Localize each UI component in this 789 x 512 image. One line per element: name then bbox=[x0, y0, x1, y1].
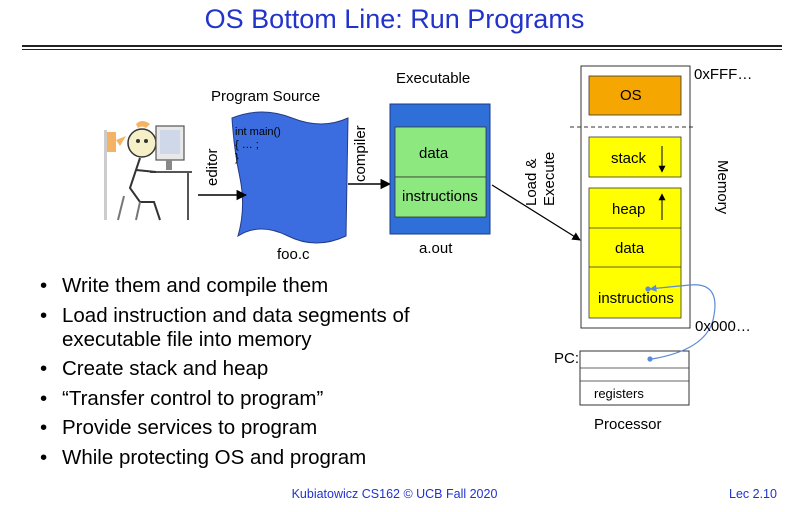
bullet-item: •“Transfer control to program” bbox=[40, 386, 324, 410]
hair bbox=[136, 121, 150, 128]
title-rule-bottom bbox=[22, 49, 782, 50]
pc-dot bbox=[647, 356, 653, 362]
bullet-item: •Load instruction and data segments of e… bbox=[40, 303, 410, 351]
mem-os-block bbox=[588, 75, 682, 116]
memory-label: Memory bbox=[714, 160, 731, 215]
program-source-shape bbox=[231, 111, 349, 244]
load-execute-label: Load & Execute bbox=[523, 151, 558, 206]
pc-label: PC: bbox=[554, 350, 580, 367]
head bbox=[127, 128, 157, 158]
bullet-item: •Write them and compile them bbox=[40, 274, 329, 297]
title-rule-top bbox=[22, 45, 782, 47]
editor-label: editor bbox=[204, 148, 221, 186]
program-source-label: Program Source bbox=[211, 88, 321, 105]
source-code: int main() { … ; } bbox=[235, 126, 281, 164]
mem-program-block bbox=[588, 187, 682, 319]
registers-label: registers bbox=[594, 386, 644, 401]
mem-stack-block bbox=[588, 136, 682, 178]
mem-instructions-label: instructions bbox=[598, 290, 674, 307]
bullet-list: •Write them and compile them •Load instr… bbox=[40, 274, 462, 475]
load-execute-arrow bbox=[491, 184, 581, 241]
chair bbox=[117, 195, 141, 221]
speech-flag bbox=[106, 132, 116, 152]
mem-top-address: 0xFFF… bbox=[694, 66, 753, 83]
bullet-item: •While protecting OS and program bbox=[40, 445, 367, 469]
pc-pointer-arrow bbox=[649, 284, 716, 360]
footer-course: Kubiatowicz CS162 © UCB Fall 2020 bbox=[291, 487, 498, 501]
bullet-item: •Provide services to program bbox=[40, 416, 318, 439]
mem-data-label: data bbox=[615, 240, 645, 257]
exe-data-label: data bbox=[419, 145, 449, 162]
mem-bottom-address: 0x000… bbox=[695, 318, 751, 335]
footer-lecture: Lec 2.10 bbox=[729, 487, 777, 501]
source-file-label: foo.c bbox=[277, 246, 310, 263]
compiler-label: compiler bbox=[352, 125, 369, 182]
body bbox=[128, 157, 161, 221]
mem-os-label: OS bbox=[620, 87, 642, 104]
mem-stack-label: stack bbox=[611, 150, 647, 167]
slide-title: OS Bottom Line: Run Programs bbox=[204, 4, 585, 34]
processor-label: Processor bbox=[594, 416, 662, 433]
exe-instructions-segment bbox=[394, 176, 487, 218]
exe-instructions-label: instructions bbox=[402, 188, 478, 205]
bullet-item: •Create stack and heap bbox=[40, 357, 269, 380]
exe-file-label: a.out bbox=[419, 240, 453, 257]
mem-heap-label: heap bbox=[612, 201, 646, 218]
programmer-illustration bbox=[104, 121, 192, 221]
executable-label: Executable bbox=[396, 70, 471, 87]
processor-box bbox=[579, 350, 690, 406]
